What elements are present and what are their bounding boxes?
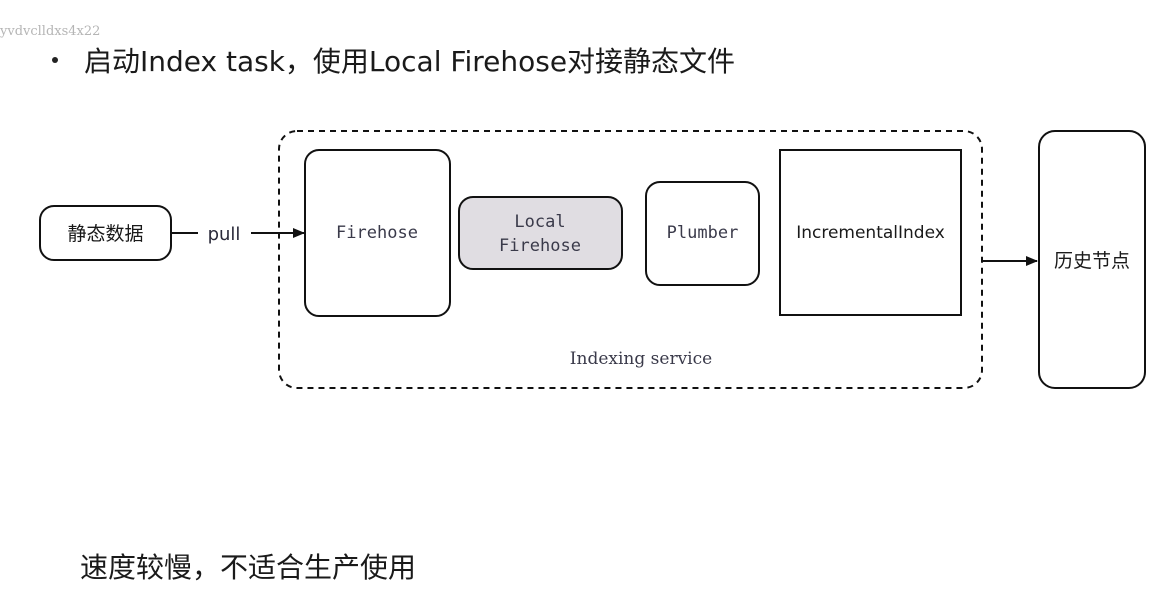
incremental-index-label: IncrementalIndex (796, 223, 945, 243)
pull-edge-label: pull (208, 224, 241, 245)
bullet-text: 启动Index task，使用Local Firehose对接静态文件 (84, 45, 736, 78)
bullet-dot-icon (52, 57, 58, 63)
local-firehose-node (458, 196, 623, 270)
indexing-service-label: Indexing service (570, 349, 712, 369)
watermark-text: yvdvclldxs4x22 (0, 24, 101, 39)
indexing-service-group (278, 130, 983, 389)
firehose-node (304, 149, 451, 317)
footer-note: 速度较慢，不适合生产使用 (80, 551, 417, 584)
local-firehose-label-line2: Firehose (499, 236, 581, 256)
historical-node (1038, 130, 1146, 389)
bullet-item: 启动Index task，使用Local Firehose对接静态文件 (52, 40, 735, 80)
local-firehose-label-line1: Local (514, 212, 565, 232)
historical-node-label: 历史节点 (1054, 250, 1130, 272)
plumber-label: Plumber (667, 223, 739, 243)
static-data-label: 静态数据 (67, 223, 143, 245)
plumber-node (645, 181, 760, 286)
incremental-index-node (779, 149, 962, 316)
firehose-label: Firehose (336, 223, 418, 243)
